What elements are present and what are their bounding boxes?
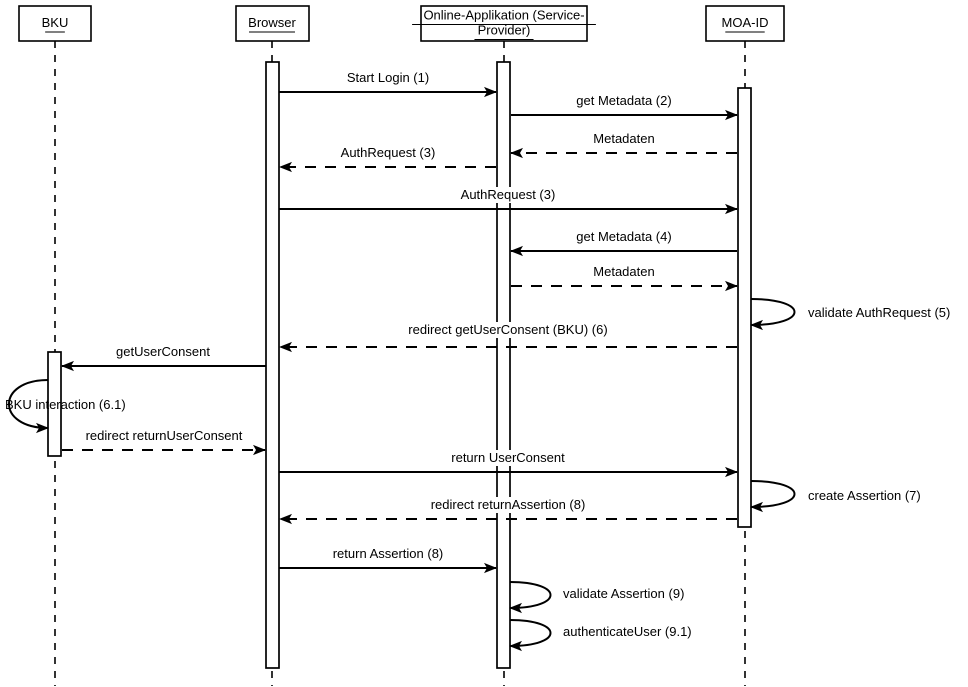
self-message-4[interactable]: validate Assertion (9) — [509, 581, 684, 614]
participant-label-oa: Provider) — [478, 22, 531, 37]
message-4[interactable]: AuthRequest (3) — [279, 145, 496, 173]
participant-label-moaid: MOA-ID — [722, 15, 769, 30]
participant-label-browser: Browser — [248, 15, 296, 30]
message-3[interactable]: Metadaten — [510, 131, 737, 159]
activation-bar-moaid[interactable] — [737, 87, 752, 528]
participant-label-bku: BKU — [42, 15, 69, 30]
message-10[interactable]: redirect returnUserConsent — [62, 428, 266, 456]
message-2[interactable]: get Metadata (2) — [511, 93, 738, 121]
message-11[interactable]: return UserConsent — [279, 450, 738, 478]
participant-boxes-layer: BKU Browser Online-Applikation (Service-Pr… — [18, 5, 785, 42]
self-message-2[interactable]: BKU interaction (6.1) — [5, 379, 126, 434]
self-message-label-3: create Assertion (7) — [808, 488, 921, 503]
self-message-label-5: authenticateUser (9.1) — [563, 624, 692, 639]
message-label-10: redirect returnUserConsent — [86, 428, 243, 443]
self-message-arc-2 — [8, 379, 49, 434]
message-label-backdrop-7 — [591, 264, 657, 280]
message-9[interactable]: getUserConsent — [61, 344, 266, 372]
participant-oa[interactable]: Online-Applikation (Service-Provider) — [412, 5, 596, 42]
message-1[interactable]: Start Login (1) — [279, 70, 497, 98]
self-message-arc-3 — [750, 480, 796, 513]
message-8[interactable]: redirect getUserConsent (BKU) (6) — [279, 322, 737, 353]
participant-box-bku[interactable] — [18, 5, 92, 42]
message-label-9: getUserConsent — [116, 344, 210, 359]
message-5[interactable]: AuthRequest (3) — [279, 187, 738, 215]
message-label-6: get Metadata (4) — [576, 229, 671, 244]
message-label-backdrop-5 — [455, 187, 561, 203]
participant-label-oa: Online-Applikation (Service- — [423, 7, 584, 22]
message-label-backdrop-13 — [319, 546, 457, 562]
self-message-arc-5 — [509, 619, 552, 652]
message-label-backdrop-8 — [396, 322, 620, 338]
message-6[interactable]: get Metadata (4) — [510, 229, 737, 257]
messages-layer: Start Login (1) get Metadata (2) Metadaten… — [61, 70, 738, 574]
message-label-2: get Metadata (2) — [576, 93, 671, 108]
participant-box-browser[interactable] — [235, 5, 310, 42]
message-12[interactable]: redirect returnAssertion (8) — [279, 497, 737, 525]
message-label-11: return UserConsent — [451, 450, 565, 465]
self-message-arc-4 — [509, 581, 552, 614]
self-message-3[interactable]: create Assertion (7) — [750, 480, 921, 513]
message-label-backdrop-3 — [591, 131, 657, 147]
self-messages-layer: validate AuthRequest (5) BKU interaction … — [5, 298, 950, 652]
message-label-backdrop-10 — [75, 428, 253, 444]
message-label-backdrop-2 — [568, 93, 680, 109]
self-message-label-4: validate Assertion (9) — [563, 586, 684, 601]
message-label-backdrop-4 — [335, 145, 441, 161]
message-13[interactable]: return Assertion (8) — [279, 546, 497, 574]
self-message-label-1: validate AuthRequest (5) — [808, 305, 950, 320]
activations-layer — [47, 61, 752, 669]
participant-browser[interactable]: Browser — [235, 5, 310, 42]
participant-bku[interactable]: BKU — [18, 5, 92, 42]
message-label-5: AuthRequest (3) — [461, 187, 556, 202]
message-label-backdrop-12 — [413, 497, 603, 513]
self-message-1[interactable]: validate AuthRequest (5) — [750, 298, 950, 331]
activation-bar-browser[interactable] — [265, 61, 280, 669]
self-message-arc-1 — [750, 298, 796, 331]
activation-bar-oa[interactable] — [496, 61, 511, 669]
message-label-13: return Assertion (8) — [333, 546, 444, 561]
message-label-backdrop-11 — [445, 450, 571, 466]
participant-box-oa[interactable] — [420, 5, 588, 42]
message-label-1: Start Login (1) — [347, 70, 429, 85]
message-label-12: redirect returnAssertion (8) — [431, 497, 586, 512]
message-label-backdrop-1 — [335, 70, 441, 86]
message-label-7: Metadaten — [593, 264, 654, 279]
message-label-4: AuthRequest (3) — [341, 145, 436, 160]
message-7[interactable]: Metadaten — [511, 264, 738, 292]
participant-moaid[interactable]: MOA-ID — [705, 5, 785, 42]
message-label-8: redirect getUserConsent (BKU) (6) — [408, 322, 607, 337]
message-label-3: Metadaten — [593, 131, 654, 146]
self-message-5[interactable]: authenticateUser (9.1) — [509, 619, 692, 652]
self-message-label-2: BKU interaction (6.1) — [5, 397, 126, 412]
message-label-backdrop-6 — [568, 229, 680, 245]
message-label-backdrop-9 — [114, 344, 212, 360]
activation-bar-bku[interactable] — [47, 351, 62, 457]
